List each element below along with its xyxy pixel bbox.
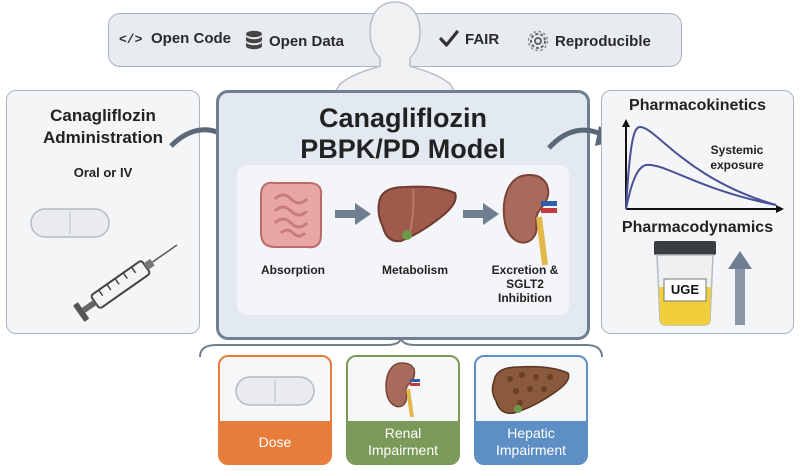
open-code-label: Open Code bbox=[151, 30, 232, 47]
administration-title: Canagliflozin Administration bbox=[43, 106, 163, 147]
model-title: Canagliflozin PBPK/PD Model bbox=[219, 103, 587, 165]
urine-cup-icon bbox=[654, 241, 716, 326]
tablet-icon bbox=[30, 208, 110, 238]
dose-card: Dose bbox=[218, 355, 332, 465]
reproducible-badge: Reproducible bbox=[527, 30, 651, 52]
syringe-icon bbox=[73, 244, 178, 322]
excretion-label: Excretion & SGLT2 Inhibition bbox=[491, 263, 559, 305]
hepatic-impairment-label: Hepatic Impairment bbox=[476, 421, 586, 463]
kidney-icon bbox=[502, 173, 557, 266]
pharmacokinetics-title: Pharmacokinetics bbox=[629, 97, 766, 114]
pbpk-pd-model-panel: Canagliflozin PBPK/PD Model bbox=[216, 90, 590, 340]
model-title-line1: Canagliflozin bbox=[319, 103, 487, 133]
database-icon bbox=[245, 30, 263, 52]
svg-text:</>: </> bbox=[119, 32, 143, 47]
dose-label: Dose bbox=[220, 421, 330, 463]
pharmacodynamics-title: Pharmacodynamics bbox=[621, 219, 774, 236]
renal-impairment-card: Renal Impairment bbox=[346, 355, 460, 465]
cirrhotic-liver-icon bbox=[491, 365, 570, 414]
pk-curve-plot bbox=[622, 119, 784, 213]
code-icon: </> bbox=[119, 31, 145, 47]
model-stages: Absorption Metabolism Excretion & SGLT2 … bbox=[237, 165, 569, 315]
administration-panel: Canagliflozin Administration Oral or IV bbox=[6, 90, 200, 334]
liver-icon bbox=[377, 185, 457, 243]
absorption-label: Absorption bbox=[261, 263, 325, 277]
kidney-icon bbox=[385, 362, 420, 418]
open-data-badge: Open Data bbox=[245, 30, 344, 52]
fair-label: FAIR bbox=[465, 30, 500, 48]
systemic-exposure-label: Systemic exposure bbox=[710, 143, 764, 172]
reproducible-label: Reproducible bbox=[555, 32, 651, 50]
stage-arrow-icon bbox=[463, 203, 499, 225]
factors-bracket bbox=[199, 337, 603, 358]
intestine-icon bbox=[260, 181, 323, 249]
model-title-line2: PBPK/PD Model bbox=[300, 134, 506, 164]
metabolism-label: Metabolism bbox=[381, 263, 448, 277]
increase-arrow-icon bbox=[728, 251, 752, 325]
uge-label: UGE bbox=[670, 282, 700, 297]
fair-badge: FAIR bbox=[439, 30, 499, 48]
renal-impairment-label: Renal Impairment bbox=[348, 421, 458, 463]
tablet-icon bbox=[235, 376, 315, 406]
outcomes-panel: Pharmacokinetics Systemic exposure Pharm… bbox=[601, 90, 794, 334]
open-data-label: Open Data bbox=[269, 32, 345, 50]
patient-silhouette-icon bbox=[330, 1, 460, 100]
checkmark-icon bbox=[439, 30, 459, 48]
administration-route: Oral or IV bbox=[73, 165, 133, 180]
gear-icon bbox=[527, 30, 549, 52]
hepatic-impairment-card: Hepatic Impairment bbox=[474, 355, 588, 465]
stage-arrow-icon bbox=[335, 203, 371, 225]
open-code-badge: </> Open Code bbox=[119, 30, 231, 47]
